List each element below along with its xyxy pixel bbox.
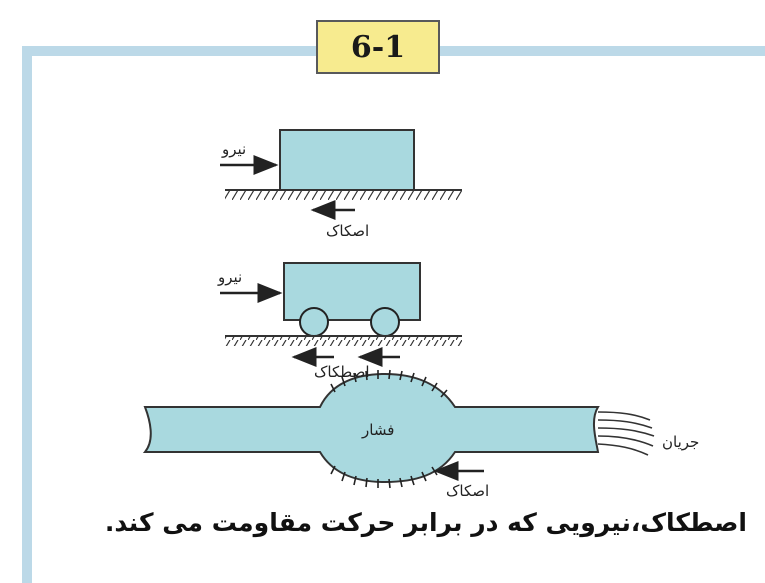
scenario-sliding-block	[220, 129, 462, 220]
pressure-ticks-top	[330, 369, 448, 398]
wheel-left	[299, 307, 329, 337]
flow-label: جریان	[662, 433, 700, 451]
sliding-block	[279, 129, 415, 191]
flow-streamlines	[597, 411, 655, 456]
wheel-right	[370, 307, 400, 337]
frame-left-border	[22, 46, 32, 583]
pressure-label: فشار	[362, 421, 395, 439]
figure-number: 6-1	[350, 29, 406, 65]
force-label-1: نیرو	[222, 140, 247, 158]
friction-label-1: اصکاک	[326, 222, 370, 240]
fluid-body	[142, 372, 600, 484]
scenario-fluid-flow	[142, 369, 655, 489]
pressure-ticks-bottom	[330, 465, 438, 489]
ground-hatch-2	[225, 337, 462, 346]
ground-hatch-1	[225, 191, 462, 200]
friction-label-3: اصکاک	[446, 482, 490, 500]
force-label-2: نیرو	[218, 268, 243, 286]
figure-caption: اصطکاک،نیرویی که در برابر حرکت مقاومت می…	[104, 508, 747, 537]
scenario-wheeled-cart	[220, 262, 462, 367]
figure-number-badge: 6-1	[316, 20, 440, 74]
friction-label-2: اصطکاک	[314, 363, 370, 381]
